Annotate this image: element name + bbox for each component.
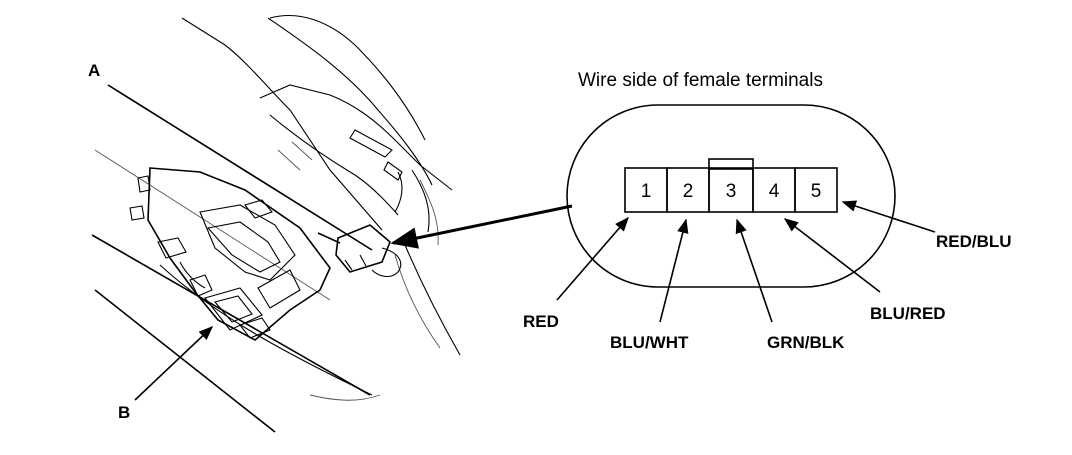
wire-5-color: RED/BLU <box>936 232 1012 251</box>
connector-outline <box>566 104 896 288</box>
terminal-2-number: 2 <box>683 181 694 202</box>
terminal-3-number: 3 <box>726 181 737 202</box>
wire-2-leader <box>659 218 689 323</box>
wire-1-leader <box>556 216 629 301</box>
wire-4-leader <box>783 218 881 293</box>
terminal-4-number: 4 <box>769 181 780 202</box>
wire-3-color: GRN/BLK <box>767 333 845 352</box>
door-illustration <box>91 14 461 433</box>
callout-b-arrow <box>134 326 214 401</box>
connector-leader-arrow <box>390 204 573 249</box>
terminal-block: 1 2 3 4 5 <box>624 167 838 213</box>
terminal-1-number: 1 <box>641 181 652 202</box>
terminal-5 <box>794 167 838 213</box>
connector-key-tab <box>708 158 754 170</box>
wire-4-color: BLU/RED <box>870 304 946 323</box>
wire-5-leader <box>841 200 936 233</box>
wire-3-leader <box>735 218 773 323</box>
wire-1-color: RED <box>523 312 559 331</box>
connector-view: Wire side of female terminals 1 2 3 4 5 … <box>523 70 1012 352</box>
terminal-5-number: 5 <box>811 181 822 202</box>
callout-b-label: B <box>118 403 130 422</box>
connector-caption: Wire side of female terminals <box>578 70 823 91</box>
callout-a-label: A <box>88 61 100 80</box>
wire-2-color: BLU/WHT <box>610 333 689 352</box>
